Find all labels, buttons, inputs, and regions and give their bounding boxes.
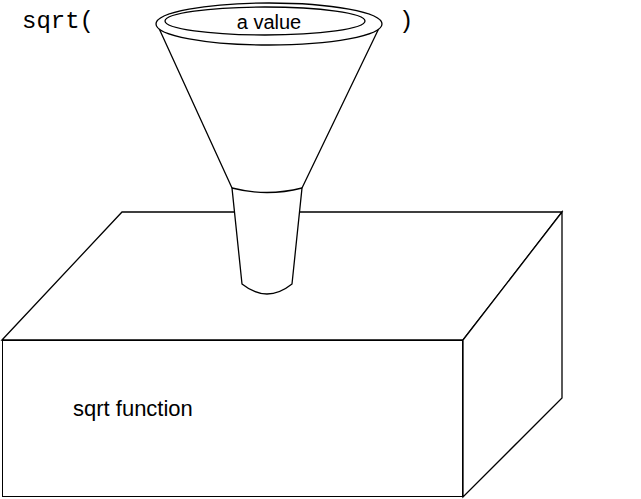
call-syntax: ): [399, 8, 413, 36]
function-name: sqrt function: [73, 396, 193, 421]
value-label: a value: [237, 11, 302, 34]
oval-outer-ring: [156, 3, 382, 45]
funnel-cone: [157, 24, 381, 188]
box-side-face: [463, 212, 562, 497]
funnel-spout: [232, 188, 302, 294]
function-box: sqrt function: [2, 340, 463, 497]
call-syntax: sqrt(: [22, 8, 94, 36]
oval-inner-ring: [165, 7, 365, 35]
input-oval: a value: [155, 2, 383, 46]
